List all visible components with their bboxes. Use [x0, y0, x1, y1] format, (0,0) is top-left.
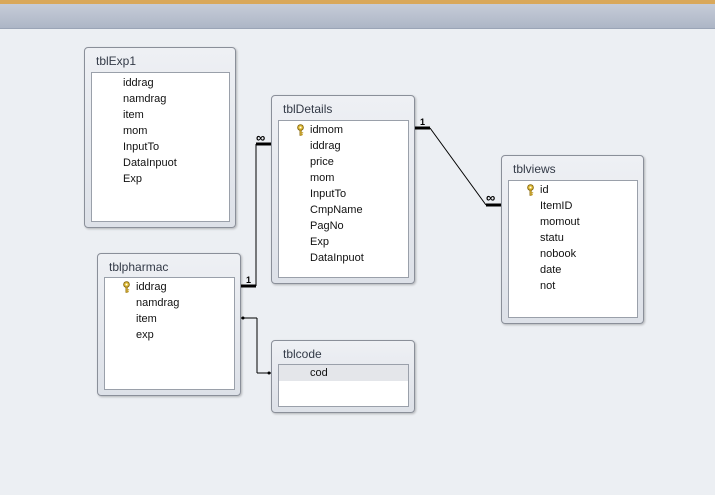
table-tblpharmac[interactable]: tblpharmac iddrag namdrag item exp — [97, 253, 241, 396]
field-iddrag[interactable]: iddrag — [310, 140, 341, 152]
table-title: tblviews — [513, 162, 556, 176]
field-momout[interactable]: momout — [540, 216, 580, 228]
table-title: tblDetails — [283, 102, 333, 116]
table-tblcode[interactable]: tblcode cod — [271, 340, 415, 413]
field-not[interactable]: not — [540, 280, 556, 292]
field-list[interactable]: iddrag namdrag item mom InputTo DataInpu… — [91, 72, 230, 222]
field-itemid[interactable]: ItemID — [540, 200, 573, 212]
field-list[interactable]: cod — [278, 364, 409, 407]
field-id[interactable]: id — [509, 182, 637, 198]
pharmac-details-one-label: 1 — [246, 275, 252, 285]
field-label: idmom — [310, 124, 344, 136]
field-list[interactable]: iddrag namdrag item exp — [104, 277, 235, 390]
field-iddrag[interactable]: iddrag — [105, 279, 234, 295]
field-statu[interactable]: statu — [540, 232, 564, 244]
field-mom[interactable]: mom — [123, 125, 148, 137]
table-tbldetails[interactable]: tblDetails idmom iddrag price mom InputT… — [271, 95, 415, 284]
field-namdrag[interactable]: namdrag — [123, 93, 167, 105]
field-cod[interactable]: cod — [279, 365, 408, 381]
field-item[interactable]: item — [123, 109, 144, 121]
field-item[interactable]: item — [136, 313, 157, 325]
field-exp[interactable]: Exp — [310, 236, 329, 248]
field-idmom[interactable]: idmom — [279, 122, 408, 138]
table-title: tblpharmac — [109, 260, 169, 274]
details-views-many-label: ∞ — [486, 190, 495, 205]
field-price[interactable]: price — [310, 156, 334, 168]
field-exp[interactable]: Exp — [123, 173, 142, 185]
field-inputto[interactable]: InputTo — [123, 141, 160, 153]
relationships-header-bar — [0, 4, 715, 29]
field-datainpuot[interactable]: DataInpuot — [123, 157, 177, 169]
pharmac-details-many-label: ∞ — [256, 130, 265, 145]
field-inputto[interactable]: InputTo — [310, 188, 347, 200]
field-pagno[interactable]: PagNo — [310, 220, 344, 232]
field-nobook[interactable]: nobook — [540, 248, 577, 260]
field-namdrag[interactable]: namdrag — [136, 297, 180, 309]
field-list[interactable]: id ItemID momout statu nobook date not — [508, 180, 638, 318]
field-mom[interactable]: mom — [310, 172, 335, 184]
field-label: iddrag — [136, 281, 167, 293]
field-datainpuot[interactable]: DataInpuot — [310, 252, 364, 264]
field-list[interactable]: idmom iddrag price mom InputTo CmpName P… — [278, 120, 409, 278]
table-tblexp1[interactable]: tblExp1 iddrag namdrag item mom InputTo … — [84, 47, 236, 228]
field-label: id — [540, 184, 549, 196]
table-title: tblcode — [283, 347, 322, 361]
key-icon — [123, 281, 130, 293]
field-date[interactable]: date — [540, 264, 562, 276]
table-tblviews[interactable]: tblviews id ItemID momout statu nobook d… — [501, 155, 644, 324]
field-exp[interactable]: exp — [136, 329, 154, 341]
details-views-one-label: 1 — [420, 117, 426, 127]
field-iddrag[interactable]: iddrag — [123, 77, 154, 89]
key-icon — [297, 124, 304, 136]
table-title: tblExp1 — [96, 54, 137, 68]
field-cmpname[interactable]: CmpName — [310, 204, 363, 216]
window-accent-strip — [0, 0, 715, 4]
key-icon — [527, 184, 534, 196]
